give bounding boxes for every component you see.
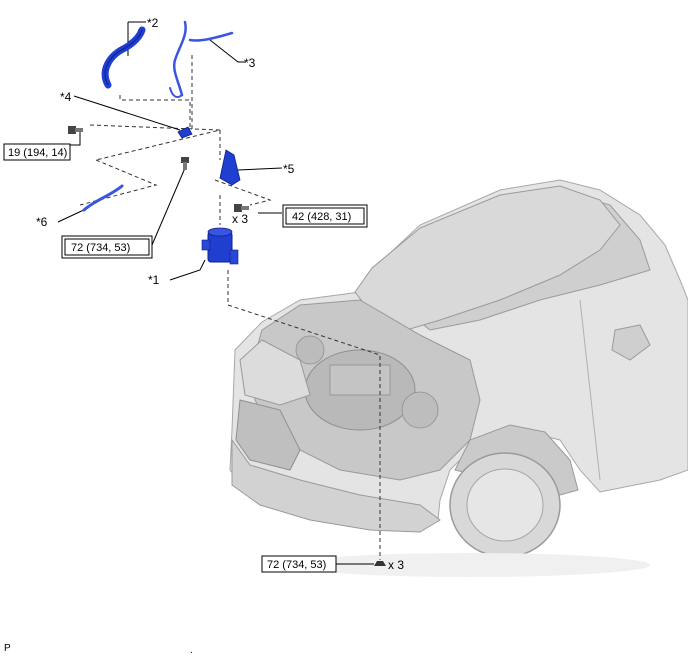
part-5-bracket (219, 149, 241, 186)
part-6-hose (82, 184, 124, 212)
torque-box-bracket: 42 (428, 31) (282, 204, 368, 228)
svg-text:42 (428, 31): 42 (428, 31) (292, 211, 351, 223)
side-mirror (611, 324, 651, 361)
callout-3: *3 (244, 56, 256, 70)
svg-text:72 (734, 53): 72 (734, 53) (71, 242, 130, 254)
part-4-clip (177, 126, 193, 139)
bolt-pump-icon (181, 157, 189, 170)
callout-4: *4 (60, 90, 72, 104)
part-3-hose (169, 20, 234, 98)
leader-lines (57, 21, 374, 565)
part-2-hose (101, 26, 146, 89)
part-1-pump (201, 227, 239, 265)
assembly-lines (79, 55, 381, 560)
bolt-small-icon (68, 126, 83, 134)
callout-2: *2 (147, 16, 159, 30)
qty-nuts: x 3 (388, 558, 404, 572)
figure-code: P (4, 643, 11, 654)
front-bumper (231, 438, 441, 533)
headlight (239, 339, 311, 406)
torque-box-small: 19 (194, 14) (3, 143, 71, 161)
bolt-bracket-icon (234, 204, 249, 212)
callout-1: *1 (148, 273, 160, 287)
callout-5: *5 (283, 162, 295, 176)
torque-box-nut: 72 (734, 53) (261, 555, 337, 573)
nut-icon (374, 561, 386, 566)
footer-dot: . (190, 645, 193, 656)
vehicle (229, 179, 688, 577)
qty-bracket-bolts: x 3 (232, 212, 248, 226)
callout-6: *6 (36, 215, 48, 229)
grille (235, 399, 301, 471)
torque-box-pump: 72 (734, 53) (61, 235, 153, 259)
svg-text:72 (734, 53): 72 (734, 53) (267, 559, 326, 571)
svg-text:19 (194, 14): 19 (194, 14) (8, 147, 67, 159)
